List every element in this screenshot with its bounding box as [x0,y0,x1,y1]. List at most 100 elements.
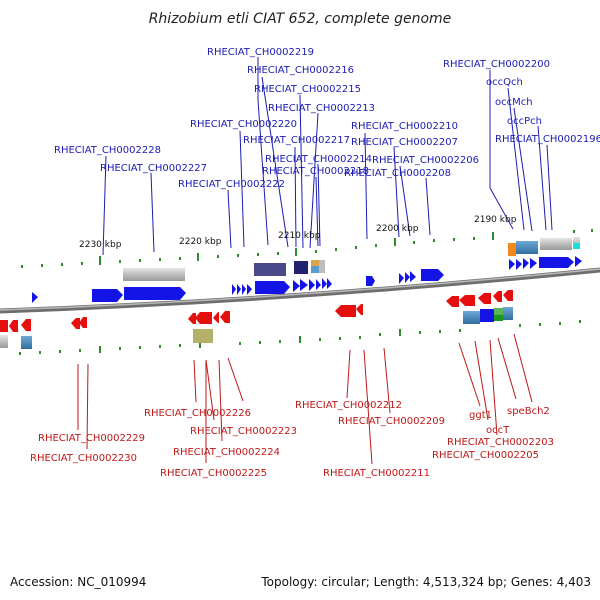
forward-gene-arrow [92,289,123,302]
gene-label[interactable]: occT [486,425,510,436]
forward-gene-arrow [523,258,529,269]
forward-gene-arrow [255,281,290,294]
gene-label[interactable]: RHECIAT_CH0002229 [38,433,145,444]
domain-box [254,263,286,276]
gene-label[interactable]: RHECIAT_CH0002225 [160,468,267,479]
gene-label[interactable]: speBch2 [507,406,550,417]
domain-box [0,335,8,348]
gene-label[interactable]: RHECIAT_CH0002209 [338,416,445,427]
gene-label[interactable]: RHECIAT_CH0002222 [178,179,285,190]
forward-gene-arrow [32,292,38,303]
forward-gene-arrow [237,284,241,295]
reverse-gene-arrow [9,320,18,332]
domain-box [311,266,319,273]
forward-gene-arrow [575,256,582,267]
gene-label[interactable]: RHECIAT_CH0002207 [351,137,458,148]
forward-gene-arrow [509,259,515,270]
reverse-genes [0,290,513,332]
gene-label[interactable]: RHECIAT_CH0002215 [254,84,361,95]
gene-label[interactable]: RHECIAT_CH0002223 [190,426,297,437]
gene-label[interactable]: occQch [486,77,523,88]
domain-box [480,309,494,322]
gene-label[interactable]: ggt1 [469,410,492,421]
gene-label[interactable]: RHECIAT_CH0002212 [295,400,402,411]
gene-label[interactable]: RHECIAT_CH0002230 [30,453,137,464]
gene-label[interactable]: RHECIAT_CH0002196 [495,134,600,145]
forward-gene-arrow [516,259,522,270]
reverse-gene-arrow [493,291,502,302]
gene-label[interactable]: RHECIAT_CH0002218 [262,166,369,177]
reverse-gene-arrow [79,317,87,328]
reverse-gene-arrow [478,293,491,304]
forward-gene-arrow [316,279,321,290]
forward-gene-arrow [405,272,410,283]
domain-box [573,243,580,249]
domain-box [494,308,503,315]
gene-label[interactable]: RHECIAT_CH0002211 [323,468,430,479]
scale-label: 2190 kbp [474,215,517,225]
forward-gene-arrow [327,278,332,289]
gene-label[interactable]: RHECIAT_CH0002210 [351,121,458,132]
gene-label[interactable]: RHECIAT_CH0002203 [447,437,554,448]
forward-gene-arrow [410,271,416,282]
bottom-leader-lines [77,333,533,465]
scale-label: 2200 kbp [376,224,419,234]
gene-label[interactable]: RHECIAT_CH0002214 [265,154,372,165]
domain-box [494,315,503,321]
gene-label[interactable]: RHECIAT_CH0002206 [372,155,479,166]
reverse-gene-arrow [0,320,8,332]
forward-gene-arrow [399,273,404,284]
gene-label[interactable]: RHECIAT_CH0002205 [432,450,539,461]
gene-label[interactable]: occMch [495,97,533,108]
reverse-gene-arrow [21,319,31,331]
bottom-tick-marks [19,320,581,355]
forward-gene-arrow [293,280,300,292]
forward-gene-arrow [366,276,375,286]
topology-text: Topology: circular; Length: 4,513,324 bp… [260,575,591,589]
domain-box [294,261,308,274]
domain-box [508,243,516,256]
forward-gene-arrow [530,258,537,269]
reverse-domain-boxes [0,307,513,349]
map-title: Rhizobium etli CIAT 652, complete genome [149,11,452,27]
reverse-gene-arrow [213,312,219,323]
gene-label[interactable]: RHECIAT_CH0002200 [443,59,550,70]
domain-box [311,260,319,266]
gene-label[interactable]: RHECIAT_CH0002208 [344,168,451,179]
gene-label[interactable]: RHECIAT_CH0002213 [268,103,375,114]
forward-gene-arrow [247,284,252,295]
domain-box [540,238,572,250]
gene-label[interactable]: RHECIAT_CH0002219 [207,47,314,58]
accession-text: Accession: NC_010994 [10,575,146,589]
domain-box [21,336,32,349]
reverse-gene-arrow [220,311,230,323]
reverse-gene-arrow [195,312,212,324]
gene-label[interactable]: RHECIAT_CH0002228 [54,145,161,156]
forward-gene-arrow [300,279,308,291]
forward-genes [32,256,582,303]
forward-gene-arrow [309,279,315,291]
domain-box [193,329,213,343]
forward-gene-arrow [124,287,186,300]
scale-label: 2220 kbp [179,237,222,247]
forward-gene-arrow [232,284,236,295]
reverse-gene-arrow [446,296,459,307]
gene-label[interactable]: occPch [507,116,542,127]
gene-label[interactable]: RHECIAT_CH0002227 [100,163,207,174]
gene-label[interactable]: RHECIAT_CH0002220 [190,119,297,130]
genome-backbone [0,267,600,314]
reverse-gene-arrow [71,318,80,329]
gene-label[interactable]: RHECIAT_CH0002226 [144,408,251,419]
forward-gene-arrow [322,278,327,289]
reverse-gene-arrow [188,313,196,324]
gene-label[interactable]: RHECIAT_CH0002216 [247,65,354,76]
top-tick-marks [21,229,593,268]
genome-backbone-highlight [0,268,600,311]
scale-label: 2230 kbp [79,240,122,250]
domain-box [516,241,538,254]
gene-label[interactable]: RHECIAT_CH0002224 [173,447,280,458]
forward-gene-arrow [242,284,246,295]
gene-label[interactable]: RHECIAT_CH0002217 [243,135,350,146]
